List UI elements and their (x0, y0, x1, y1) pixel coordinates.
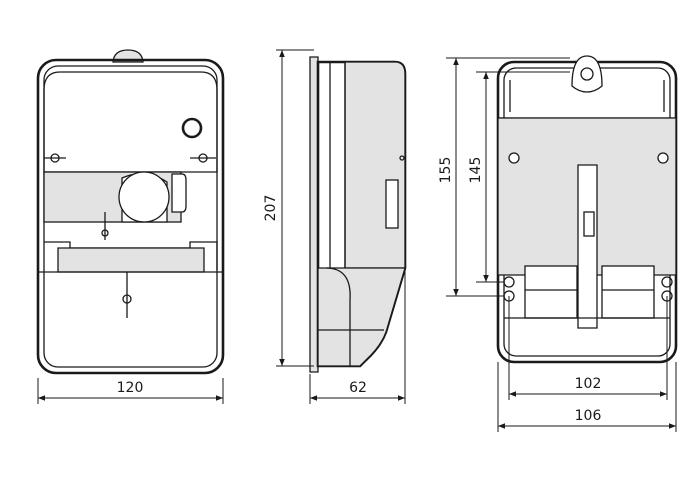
dim-102-label: 102 (575, 376, 602, 392)
back-center-rail (577, 164, 598, 329)
front-upper-panel (43, 71, 218, 173)
back-terminal-block-right (601, 265, 655, 319)
top-screw-icon-right (190, 153, 216, 163)
front-terminal-cover-window (57, 247, 205, 273)
front-dial (118, 171, 170, 223)
indicator-lens-icon (181, 117, 203, 139)
dim-62-label: 62 (349, 380, 367, 396)
side-latch (385, 179, 399, 229)
back-mount-hole-right (657, 152, 669, 164)
back-mount-hole-left (508, 152, 520, 164)
top-screw-icon-left (44, 153, 66, 163)
front-seal-screw-icon (122, 294, 132, 304)
side-terminal-cover-curve (325, 267, 351, 366)
back-hanger-hole (580, 67, 594, 81)
back-terminal-block-left (524, 265, 578, 319)
back-hanger-hook (571, 55, 603, 93)
back-view: 155 145 102 106 (438, 55, 678, 432)
front-side-latch (171, 173, 187, 213)
dim-120-label: 120 (117, 380, 144, 396)
back-center-clip (583, 211, 595, 237)
front-seal-dot-upper (101, 229, 109, 237)
side-view: 207 62 (263, 49, 407, 404)
dim-207-label: 207 (263, 195, 279, 222)
side-screw-icon (399, 155, 405, 161)
dim-106-label: 106 (575, 408, 602, 424)
dim-145-label: 145 (468, 157, 484, 184)
front-housing-outline (36, 58, 225, 375)
front-view: 120 (36, 49, 225, 404)
dim-155-label: 155 (438, 157, 454, 184)
side-terminal-cover (317, 267, 406, 367)
side-mounting-plate (309, 56, 319, 373)
side-front-cover (344, 61, 406, 269)
